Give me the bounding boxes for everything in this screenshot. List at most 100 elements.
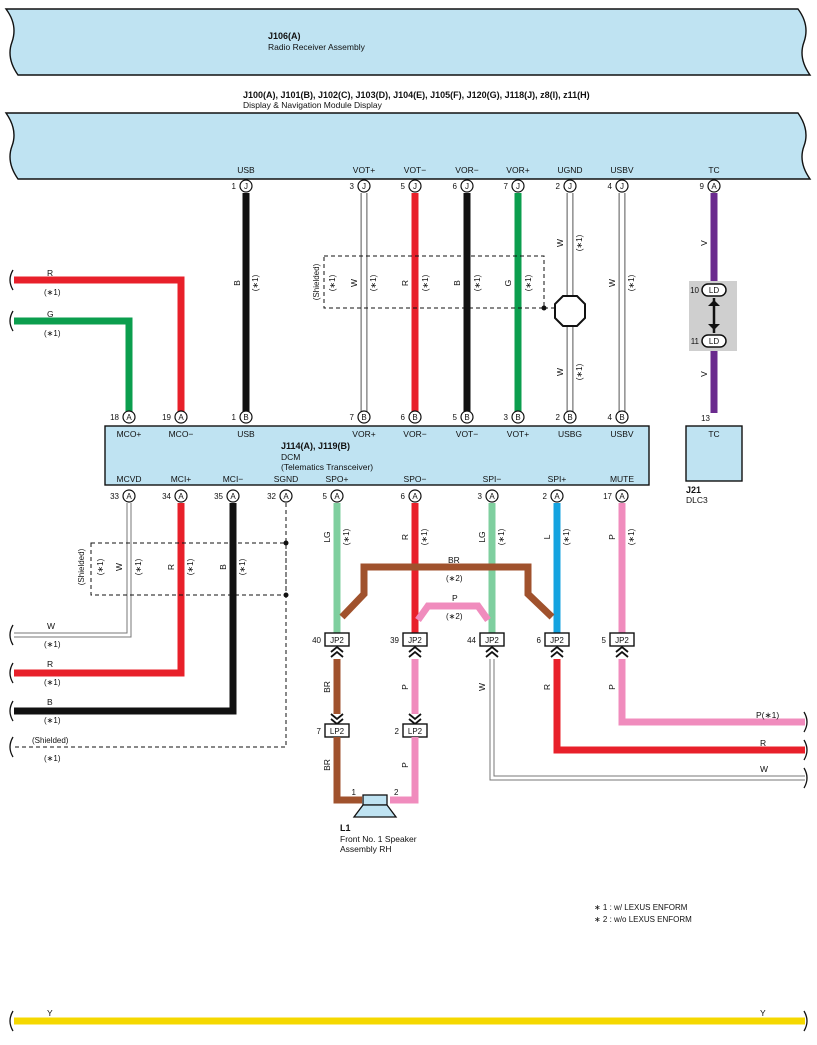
svg-text:9: 9: [700, 182, 705, 191]
jp2-connector-6: JP2 6: [537, 632, 570, 647]
wire-color-label: P: [400, 762, 410, 768]
svg-text:MCO+: MCO+: [117, 429, 142, 439]
legend-note-2: ∗ 2 : w/o LEXUS ENFORM: [594, 915, 692, 924]
svg-text:5: 5: [602, 636, 607, 645]
svg-text:VOT+: VOT+: [353, 165, 375, 175]
jp2-chevrons: [330, 645, 629, 658]
svg-text:SPO−: SPO−: [404, 474, 427, 484]
dcm-pin-vor-plus: 7 B VOR+: [350, 410, 376, 439]
dcm-bottom-wires: [9, 503, 626, 758]
svg-text:33: 33: [110, 492, 119, 501]
wire-p-right: [618, 659, 805, 726]
svg-text:LP2: LP2: [408, 727, 423, 736]
wire-mco-minus-red: [14, 276, 185, 413]
dcm-name: DCM: [281, 452, 300, 462]
wire-color-label: W: [555, 239, 565, 247]
note-label: (∗1): [328, 274, 337, 291]
svg-text:A: A: [283, 492, 289, 501]
svg-text:A: A: [126, 492, 132, 501]
vertical-wire-labels: B (∗1) W (∗1) (∗1) R (∗1) B (∗1) G (∗1) …: [232, 234, 709, 380]
wire-color-label: W: [114, 563, 124, 571]
svg-text:MCO−: MCO−: [169, 429, 194, 439]
svg-text:6: 6: [453, 182, 458, 191]
wire-color-label: W: [555, 368, 565, 376]
wire-color-label: L: [542, 534, 552, 539]
ld-pin-number: 10: [690, 286, 699, 295]
dlc3-pin-number: 13: [701, 414, 710, 423]
dcm-pin-mute: MUTE 17 A: [603, 474, 634, 503]
dcm-pin-mci-minus: MCI− 35 A: [214, 474, 243, 503]
wire-color-label: P: [400, 684, 410, 690]
note-label: (∗1): [44, 640, 61, 649]
display-pin-tc: TC 9 A: [700, 165, 721, 193]
jp2-lower-wires: BR P W R P P(∗1) R W: [322, 659, 808, 789]
lower-wire-labels: (Shielded) (∗1) W (∗1) R (∗1) B (∗1) LG …: [32, 528, 636, 763]
svg-text:SPI−: SPI−: [483, 474, 502, 484]
radio-receiver-module: J106(A) Radio Receiver Assembly: [4, 8, 812, 76]
dcm-subname: (Telematics Transceiver): [281, 462, 373, 472]
dcm-pin-spo-plus: SPO+ 5 A: [323, 474, 348, 503]
note-label: (∗1): [562, 528, 571, 545]
svg-text:B: B: [619, 413, 624, 422]
svg-text:B: B: [361, 413, 366, 422]
wire-color-label: R: [47, 659, 53, 669]
svg-text:17: 17: [603, 492, 612, 501]
svg-text:A: A: [489, 492, 495, 501]
svg-text:2: 2: [543, 492, 548, 501]
wire-color-label: R: [47, 268, 53, 278]
svg-text:A: A: [711, 182, 717, 191]
wire-color-label: R: [400, 280, 410, 286]
svg-text:JP2: JP2: [330, 636, 344, 645]
display-module: J100(A), J101(B), J102(C), J103(D), J104…: [4, 90, 812, 180]
wire-color-label: V: [699, 240, 709, 246]
legend-note-1: ∗ 1 : w/ LEXUS ENFORM: [594, 903, 688, 912]
wire-color-label: R: [760, 738, 766, 748]
note-label: (∗1): [627, 528, 636, 545]
note-label: (∗1): [44, 329, 61, 338]
note-label: (∗1): [44, 678, 61, 687]
dcm-pin-spo-minus: SPO− 6 A: [401, 474, 427, 503]
speaker-pin-1: 1: [352, 788, 357, 797]
dlc3-id: J21: [686, 485, 701, 495]
svg-text:B: B: [464, 413, 469, 422]
wire-p-bridge: [415, 602, 491, 623]
svg-text:A: A: [178, 413, 184, 422]
svg-text:VOT+: VOT+: [507, 429, 529, 439]
svg-text:A: A: [126, 413, 132, 422]
svg-text:LP2: LP2: [330, 727, 345, 736]
wire-color-label: G: [503, 280, 513, 287]
shielded-label: (Shielded): [77, 548, 86, 585]
svg-text:MUTE: MUTE: [610, 474, 634, 484]
svg-text:2: 2: [395, 727, 400, 736]
wire-color-label: V: [699, 371, 709, 377]
note-label: (∗2): [446, 612, 463, 621]
speaker-wires: BR P: [322, 737, 419, 804]
svg-text:J: J: [620, 182, 624, 191]
svg-text:A: A: [230, 492, 236, 501]
wire-color-label: BR: [322, 759, 332, 771]
wire-color-label: R: [542, 684, 552, 690]
lp2-row: LP2 7 LP2 2: [317, 713, 428, 738]
wire-color-label: R: [400, 534, 410, 540]
dcm-pin-mci-plus: MCI+ 34 A: [162, 474, 191, 503]
wire-br-bridge: [339, 563, 555, 620]
dcm-pin-sgnd: SGND 32 A: [267, 474, 298, 503]
svg-text:6: 6: [401, 492, 406, 501]
ld-pin-number: 11: [691, 337, 700, 346]
speaker-id: L1: [340, 823, 351, 833]
dlc3-name: DLC3: [686, 495, 708, 505]
svg-text:3: 3: [478, 492, 483, 501]
svg-text:34: 34: [162, 492, 171, 501]
radio-receiver-box: [4, 8, 812, 76]
note-label: (∗1): [420, 528, 429, 545]
wire-color-label: Y: [47, 1008, 53, 1018]
svg-text:TC: TC: [708, 165, 719, 175]
wire-color-label: B: [47, 697, 53, 707]
svg-text:J: J: [413, 182, 417, 191]
svg-text:35: 35: [214, 492, 223, 501]
svg-text:USBG: USBG: [558, 429, 582, 439]
dcm-module: J114(A), J119(B) DCM (Telematics Transce…: [104, 425, 650, 486]
wire-break-mark: [9, 310, 14, 332]
wire-color-label: P: [452, 593, 458, 603]
shielded-label: (Shielded): [32, 736, 69, 745]
